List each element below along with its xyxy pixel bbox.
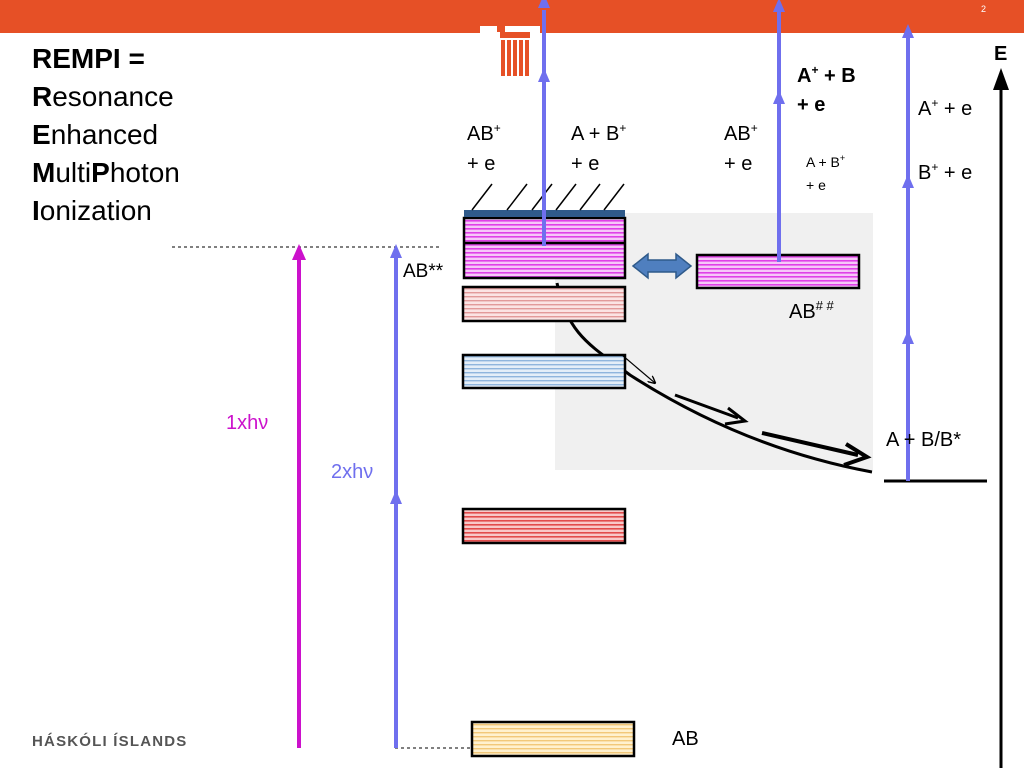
svg-text:A+ + e: A+ + e	[918, 96, 972, 120]
title-line-rempi: REMPI =	[32, 43, 145, 74]
university-logo-icon	[480, 22, 540, 80]
university-logo-text: HÁSKÓLI ÍSLANDS	[32, 733, 188, 750]
dissociative-potential-curve	[555, 282, 873, 474]
svg-text:B+ + e: B+ + e	[918, 160, 972, 184]
one-photon-label: 1xhν	[226, 412, 268, 434]
ion-channel-a-b-plus-e-2: A + B+ + e	[806, 153, 845, 193]
two-photon-label: 2xhν	[331, 461, 373, 483]
svg-text:A + B+: A + B+	[571, 121, 626, 145]
ion-channel-a-plus-e: A+ + e	[918, 96, 972, 120]
energy-axis-label: E	[994, 43, 1007, 65]
ion-channel-a-b-plus-e-1: A + B+ + e	[571, 121, 626, 175]
svg-text:+ e: + e	[571, 153, 599, 175]
resonant-level-red	[461, 507, 627, 545]
svg-text:+ e: + e	[806, 177, 826, 193]
ion-channel-ab-plus-e-1: AB+ + e	[467, 121, 501, 175]
ion-channel-b-plus-e: B+ + e	[918, 160, 972, 184]
svg-text:AB+: AB+	[724, 121, 758, 145]
dissociation-limit-label: A + B/B*	[886, 429, 961, 451]
ionizing-photon-arrow-3	[902, 24, 914, 481]
dissociation-arrow-large	[761, 431, 872, 467]
ground-level-ab	[470, 720, 636, 758]
doubly-excited-label: AB# #	[789, 298, 835, 323]
svg-text:AB+: AB+	[467, 121, 501, 145]
excited-level-blue	[461, 353, 627, 390]
svg-text:+ e: + e	[724, 153, 752, 175]
energy-axis-arrowhead	[993, 68, 1009, 90]
ion-channel-ab-plus-e-2: AB+ + e	[724, 121, 758, 175]
two-photon-arrow	[390, 244, 402, 748]
svg-text:+ e: + e	[467, 153, 495, 175]
ionizing-photon-arrow-1	[538, 0, 550, 246]
ion-channel-a-plus-b-e-bold: A+ + B + e	[797, 63, 856, 116]
relaxation-arrow-small	[621, 354, 655, 383]
title-line-resonance: Resonance	[32, 81, 174, 112]
svg-text:A+ + B: A+ + B	[797, 63, 856, 87]
excited-level-pink	[461, 285, 627, 323]
title-line-ionization: Ionization	[32, 195, 152, 226]
one-photon-arrow	[292, 244, 306, 748]
ionizing-photon-arrow-2	[773, 0, 785, 262]
title-line-multiphoton: MultiPhoton	[32, 157, 180, 188]
superexcited-label: AB**	[403, 261, 444, 282]
ground-level-label: AB	[672, 728, 699, 750]
continuum-hatching	[471, 183, 625, 211]
coupling-double-arrow-icon	[631, 252, 693, 280]
title-line-enhanced: Enhanced	[32, 119, 159, 150]
svg-text:A + B+: A + B+	[806, 153, 845, 170]
svg-text:+ e: + e	[797, 94, 825, 116]
dissociation-arrow-medium	[674, 393, 749, 426]
slide-number: 2	[980, 4, 986, 14]
slide-title: REMPI = Resonance Enhanced MultiPhoton I…	[32, 40, 180, 230]
